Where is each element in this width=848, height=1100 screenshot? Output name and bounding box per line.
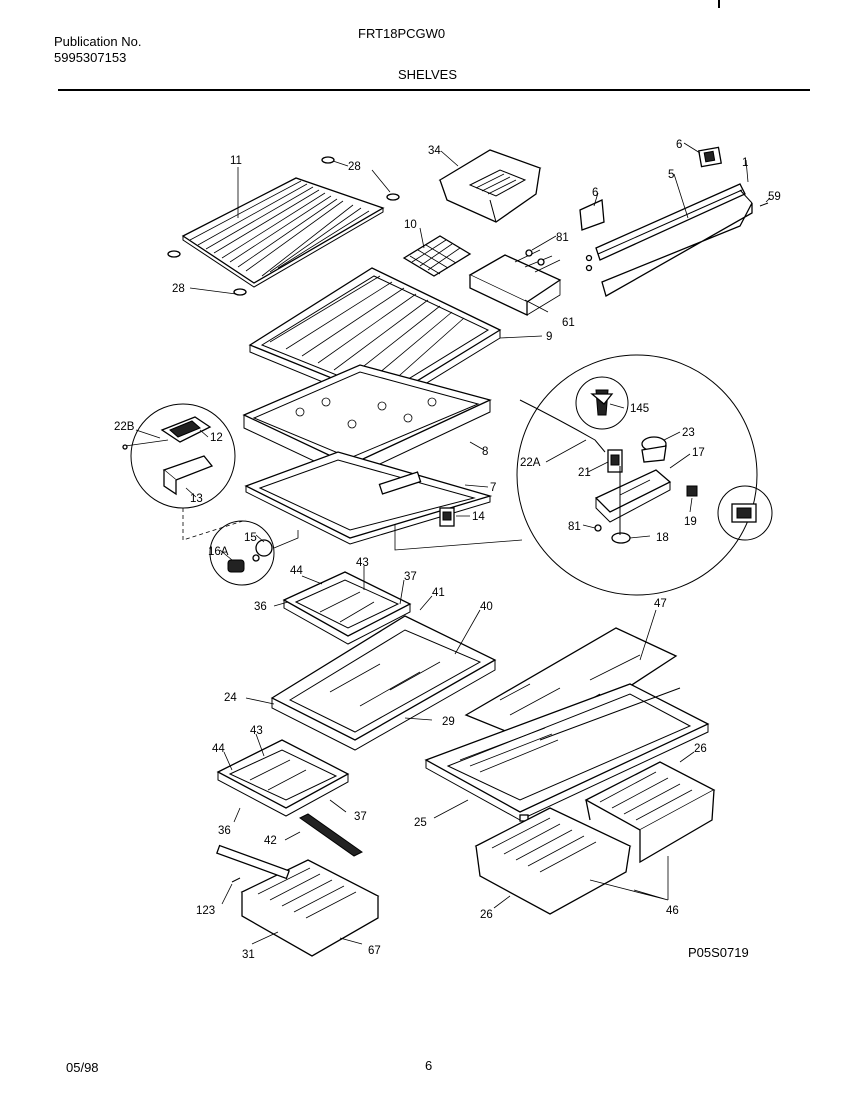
callout-43-upper: 43 [356,557,369,569]
control-14 [439,507,455,527]
glass-shelf-40 [270,615,497,751]
leader-lines [135,142,771,945]
callout-61: 61 [562,317,575,329]
shelf-clip-28 [167,156,400,296]
detail-circle-control [516,354,758,596]
callout-13: 13 [190,493,203,505]
meat-keeper-34 [438,149,542,223]
callout-46: 46 [666,905,679,917]
publication-number: 5995307153 [54,50,127,65]
detail-circle-light [122,403,236,509]
page-number: 6 [425,1058,433,1073]
callout-8: 8 [482,446,488,458]
callout-22b: 22B [114,421,135,433]
callout-25: 25 [414,817,427,829]
callout-31: 31 [242,949,255,961]
shelf-frame-8 [242,364,492,479]
wire-shelf-11 [181,177,385,288]
callout-67: 67 [368,945,381,957]
callout-15: 15 [244,532,257,544]
callout-37-upper: 37 [404,571,417,583]
detail-circle-bulb [209,520,275,586]
figure-code: P05S0719 [688,945,749,960]
top-edge-tick [718,0,720,8]
callout-12: 12 [210,432,223,444]
callout-41: 41 [432,587,445,599]
trim-assembly-1-5-6 [579,146,769,297]
callout-17: 17 [692,447,705,459]
callout-26-upper: 26 [694,743,707,755]
bracket-61 [468,249,562,317]
callout-43-lower: 43 [250,725,263,737]
callout-19: 19 [684,516,697,528]
callout-26-lower: 26 [480,909,493,921]
callout-42: 42 [264,835,277,847]
callout-6-upper: 6 [676,139,682,151]
callout-labels: 1 5 6 6 59 81 61 34 11 28 28 10 9 8 7 14… [114,139,781,961]
publication-label: Publication No. [54,34,142,49]
callout-59: 59 [768,191,781,203]
crisper-drawers-26 [474,761,716,915]
callout-123: 123 [196,905,215,917]
callout-24: 24 [224,692,237,704]
callout-16a: 16A [208,546,229,558]
callout-11: 11 [230,155,242,167]
small-crisper-31 [216,844,380,957]
callout-6-lower: 6 [592,187,598,199]
callout-145: 145 [630,403,649,415]
section-title: SHELVES [398,67,458,82]
glass-shelf-upper-43 [282,571,412,645]
footer-date: 05/98 [66,1060,99,1075]
glass-shelf-lower-43 [216,739,350,817]
callout-1: 1 [742,157,748,169]
callout-5: 5 [668,169,674,181]
callout-81-upper: 81 [556,232,569,244]
callout-44-upper: 44 [290,565,303,577]
callout-7: 7 [490,482,496,494]
callout-36-upper: 36 [254,601,267,613]
callout-36-lower: 36 [218,825,231,837]
egg-rack-10 [402,235,472,277]
callout-47: 47 [654,598,667,610]
callout-44-lower: 44 [212,743,225,755]
callout-18: 18 [656,532,669,544]
callout-9: 9 [546,331,552,343]
crisper-frame-25 [424,683,710,822]
callout-28-lower: 28 [172,283,185,295]
callout-14: 14 [472,511,485,523]
callout-37-lower: 37 [354,811,367,823]
callout-22a: 22A [520,457,541,469]
detail-circle-switch [717,485,773,541]
callout-40: 40 [480,601,493,613]
callout-23: 23 [682,427,695,439]
model-number: FRT18PCGW0 [358,26,446,41]
callout-29: 29 [442,716,455,728]
callout-21: 21 [578,467,591,479]
shelf-strip-42 [299,813,363,857]
callout-10: 10 [404,219,417,231]
connector-lines [182,508,523,551]
callout-28-upper: 28 [348,161,361,173]
callout-81-lower: 81 [568,521,581,533]
cover-7 [244,451,493,545]
header-rule [58,89,810,91]
callout-34: 34 [428,145,441,157]
